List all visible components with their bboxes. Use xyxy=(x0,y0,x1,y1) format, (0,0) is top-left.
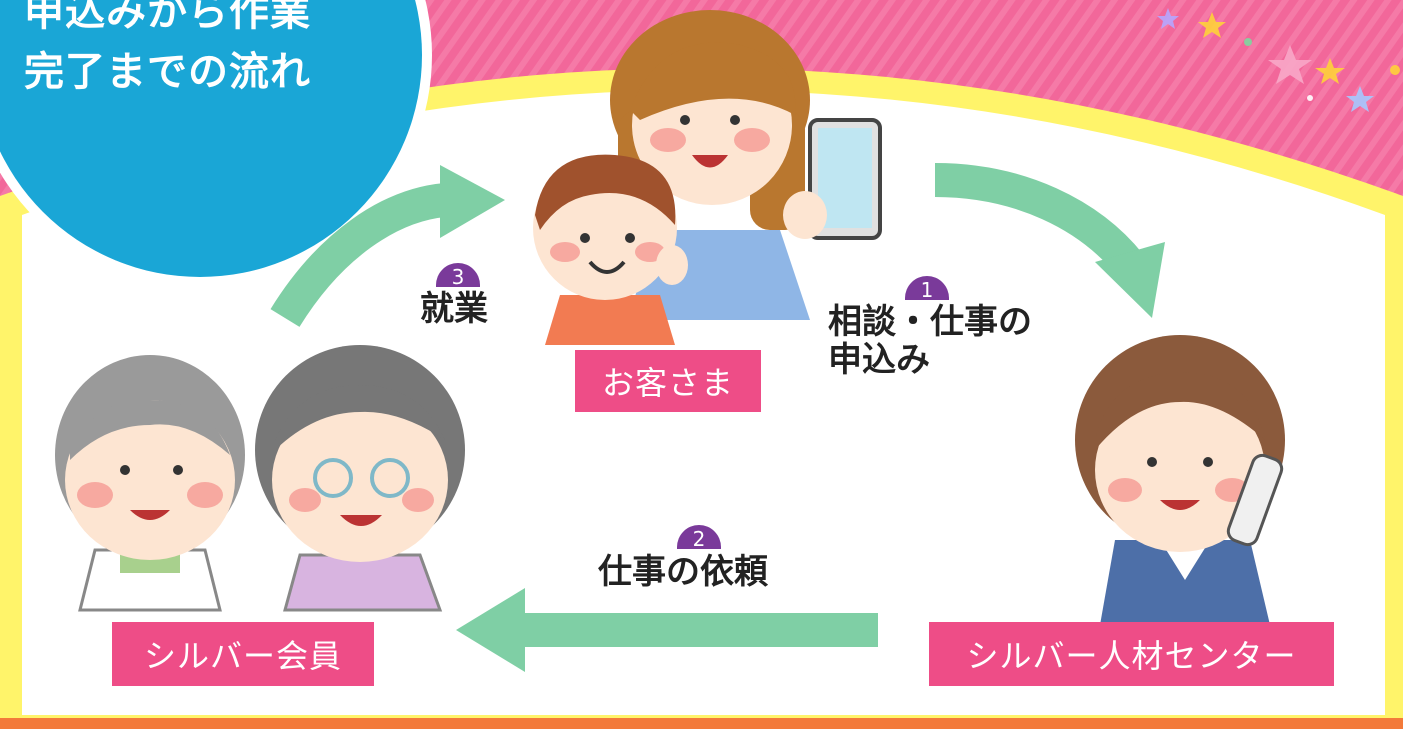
center-label: シルバー人材センター xyxy=(929,622,1334,686)
stars-decoration xyxy=(1157,8,1400,112)
title-line-2: 完了までの流れ xyxy=(24,49,311,95)
member-label: シルバー会員 xyxy=(112,622,374,686)
arrow-to-customer xyxy=(270,183,448,328)
step-2-label: 仕事の依頼 xyxy=(598,552,768,592)
silver-member-illustration-2 xyxy=(255,345,465,612)
step-3-label: 就業 xyxy=(420,289,488,329)
child-illustration xyxy=(533,154,688,345)
silver-member-illustration-1 xyxy=(55,355,245,612)
step-1-label: 相談・仕事の 申込み xyxy=(828,303,1032,379)
step-1-line-2: 申込み xyxy=(828,340,930,380)
page-title: 申込みから作業 完了までの流れ xyxy=(24,0,311,102)
arrow-to-center xyxy=(934,163,1144,276)
step-3-number: 3 xyxy=(436,263,480,289)
arrow-to-member xyxy=(520,613,878,647)
title-circle xyxy=(0,0,422,277)
customer-label: お客さま xyxy=(575,350,761,412)
center-staff-illustration xyxy=(1075,335,1285,625)
phone-icon xyxy=(1226,453,1284,547)
glasses-icon xyxy=(313,458,353,498)
step-1-line-1: 相談・仕事の xyxy=(828,302,1032,342)
title-line-1: 申込みから作業 xyxy=(24,0,311,35)
